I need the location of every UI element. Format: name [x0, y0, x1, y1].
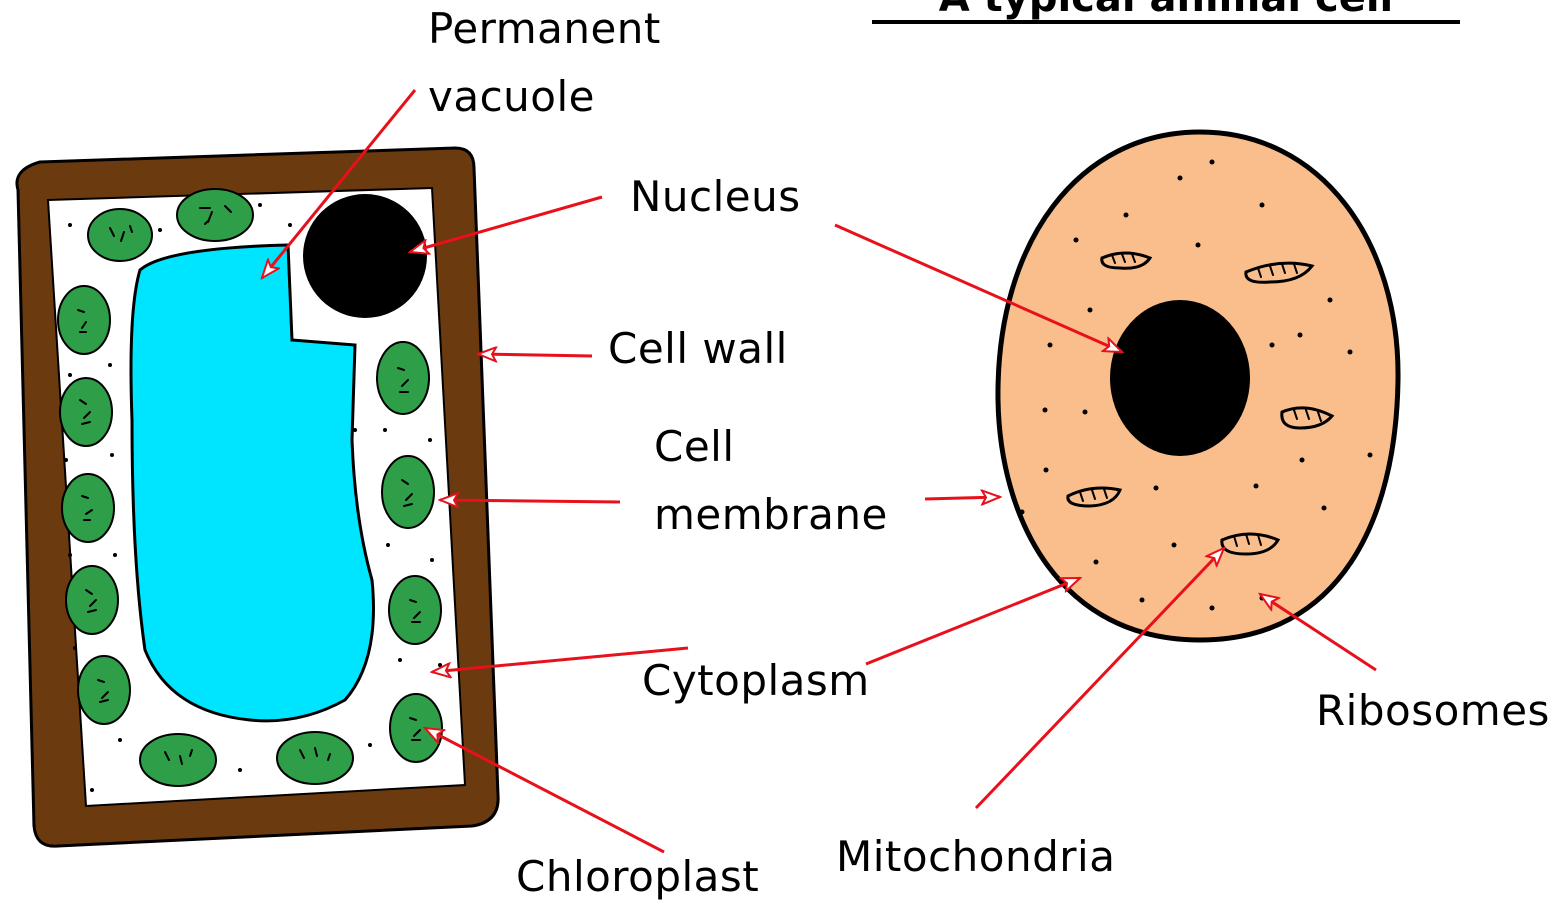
chloroplast-4 — [60, 378, 112, 446]
chloroplast-12 — [389, 576, 441, 644]
plant-nucleus — [303, 194, 427, 318]
label-chloroplast: Chloroplast — [516, 856, 759, 898]
animal-nucleus — [1110, 300, 1250, 456]
label-cell-membrane-line1: Cell — [654, 426, 735, 468]
label-permanent-vacuole-line1: Permanent — [428, 8, 661, 50]
mitochondrion-1 — [1102, 253, 1150, 268]
diagram-title: A typical animal cell — [872, 0, 1460, 24]
label-cytoplasm: Cytoplasm — [642, 660, 870, 702]
arrow-ribosomes — [1260, 594, 1376, 670]
chloroplast-2 — [177, 189, 253, 241]
label-cell-wall: Cell wall — [608, 328, 788, 370]
chloroplast-6 — [66, 566, 118, 634]
animal-cell — [998, 132, 1398, 640]
chloroplast-7 — [78, 656, 130, 724]
arrow-cell-wall — [478, 354, 592, 356]
chloroplast-13 — [390, 694, 442, 762]
label-mitochondria: Mitochondria — [836, 836, 1115, 878]
chloroplast-8 — [140, 734, 216, 786]
label-ribosomes: Ribosomes — [1316, 690, 1550, 732]
arrow-animal-cytoplasm — [866, 578, 1080, 664]
label-cell-membrane-line2: membrane — [654, 494, 888, 536]
arrow-animal-membrane — [925, 497, 1000, 499]
chloroplast-11 — [382, 456, 434, 528]
label-permanent-vacuole-line2: vacuole — [428, 76, 595, 118]
chloroplast-5 — [62, 474, 114, 542]
chloroplast-9 — [277, 732, 353, 784]
label-nucleus: Nucleus — [630, 176, 801, 218]
chloroplast-3 — [58, 286, 110, 354]
plant-cell — [17, 148, 498, 846]
arrow-plant-membrane — [440, 500, 620, 502]
chloroplast-10 — [377, 342, 429, 414]
chloroplast-1 — [88, 209, 152, 261]
